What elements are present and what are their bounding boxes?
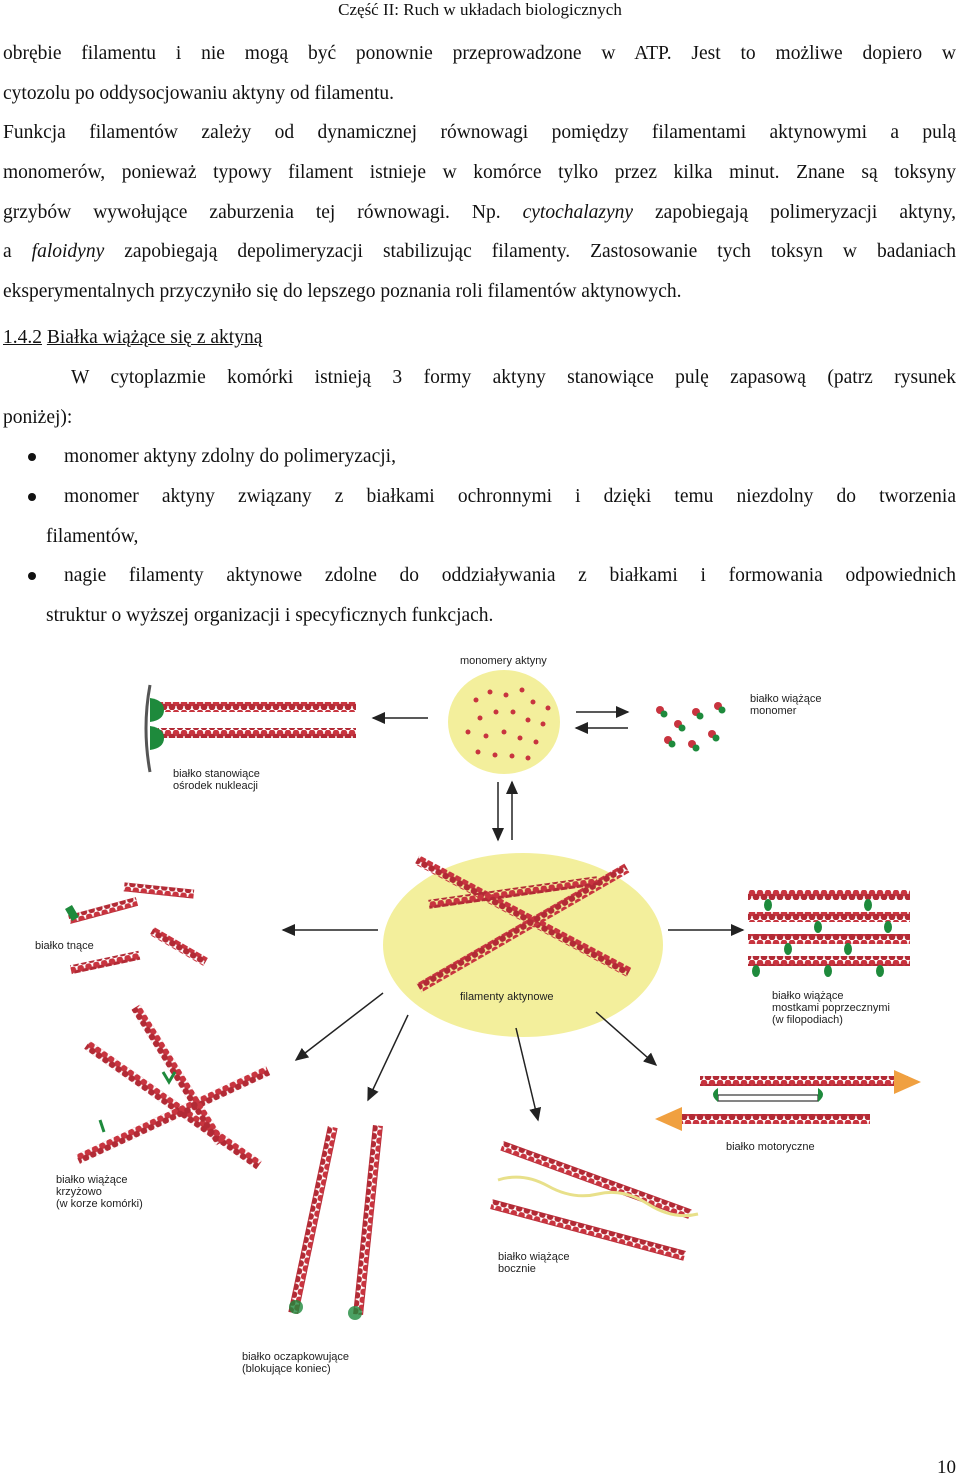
bullet-item: nagie filamenty aktynowe zdolne do oddzi… [0,556,956,636]
bridges-label-3: (w filopodiach) [772,1014,843,1026]
crosslink-label-2: krzyżowo [56,1186,102,1198]
intro-line-1: obrębie filamentu i nie mogą być ponowni… [3,34,956,74]
bullet-item: monomer aktyny związany z białkami ochro… [0,477,956,557]
bullet-dot [28,493,36,501]
running-header: Część II: Ruch w układach biologicznych [0,0,960,20]
actin-binding-proteins-figure: filamenty aktynowe monomery aktyny białk… [28,640,932,1400]
para-line-5: eksperymentalnych przyczyniło się do lep… [3,272,956,312]
monomers-label: monomery aktyny [460,655,547,667]
para-line-2: monomerów, ponieważ typowy filament istn… [3,153,956,193]
bullet-text-continued: struktur o wyższej organizacji i specyfi… [0,596,956,636]
cutting-label: białko tnące [35,940,94,952]
intro-line-2: cytozolu po oddysocjowaniu aktyny od fil… [3,74,956,114]
binding-monomer-label-2: monomer [750,705,797,717]
para-line-3: grzybów wywołujące zaburzenia tej równow… [3,193,956,233]
page-number: 10 [937,1457,956,1479]
toxin-cytochalasin: cytochalazyny [523,202,633,223]
crosslink-label-3: (w korze komórki) [56,1198,143,1210]
bullet-list: monomer aktyny zdolny do polimeryzacji, … [0,437,956,636]
nucleation-label-2: ośrodek nukleacji [173,780,258,792]
section-title: Białka wiążące się z aktyną [47,327,262,348]
bullet-text-continued: filamentów, [0,517,956,557]
para-line-1: Funkcja filamentów zależy od dynamicznej… [3,113,956,153]
nucleation-label-1: białko stanowiące [173,768,260,780]
section-intro-line-2: poniżej): [3,398,956,438]
bridges-label-1: białko wiążące [772,990,844,1002]
bullet-item: monomer aktyny zdolny do polimeryzacji, [0,437,956,477]
bullet-dot [28,453,36,461]
cap-label-1: białko oczapkowujące [242,1351,349,1363]
toxin-phalloidin: faloidyny [32,241,105,262]
side-label-1: białko wiążące [498,1251,570,1263]
intro-paragraph: obrębie filamentu i nie mogą być ponowni… [3,34,956,114]
filament-pool [383,853,663,1037]
section-heading: 1.4.2 Białka wiążące się z aktyną [3,326,262,350]
function-paragraph: Funkcja filamentów zależy od dynamicznej… [3,113,956,312]
bullet-text: monomer aktyny związany z białkami ochro… [0,477,956,517]
section-intro-line-1: W cytoplazmie komórki istnieją 3 formy a… [3,358,956,398]
side-label-2: bocznie [498,1263,536,1275]
para-line-4: a faloidyny zapobiegają depolimeryzacji … [3,232,956,272]
cap-label-2: (blokujące koniec) [242,1363,331,1375]
filaments-label: filamenty aktynowe [460,991,554,1003]
bridges-label-2: mostkami poprzecznymi [772,1002,890,1014]
binding-monomer-label-1: białko wiążące [750,693,822,705]
crosslink-label-1: białko wiążące [56,1174,128,1186]
bullet-text: nagie filamenty aktynowe zdolne do oddzi… [0,556,956,596]
section-intro: W cytoplazmie komórki istnieją 3 formy a… [3,358,956,438]
section-number: 1.4.2 [3,327,42,348]
bullet-text: monomer aktyny zdolny do polimeryzacji, [0,437,956,477]
motor-label: białko motoryczne [726,1141,815,1153]
